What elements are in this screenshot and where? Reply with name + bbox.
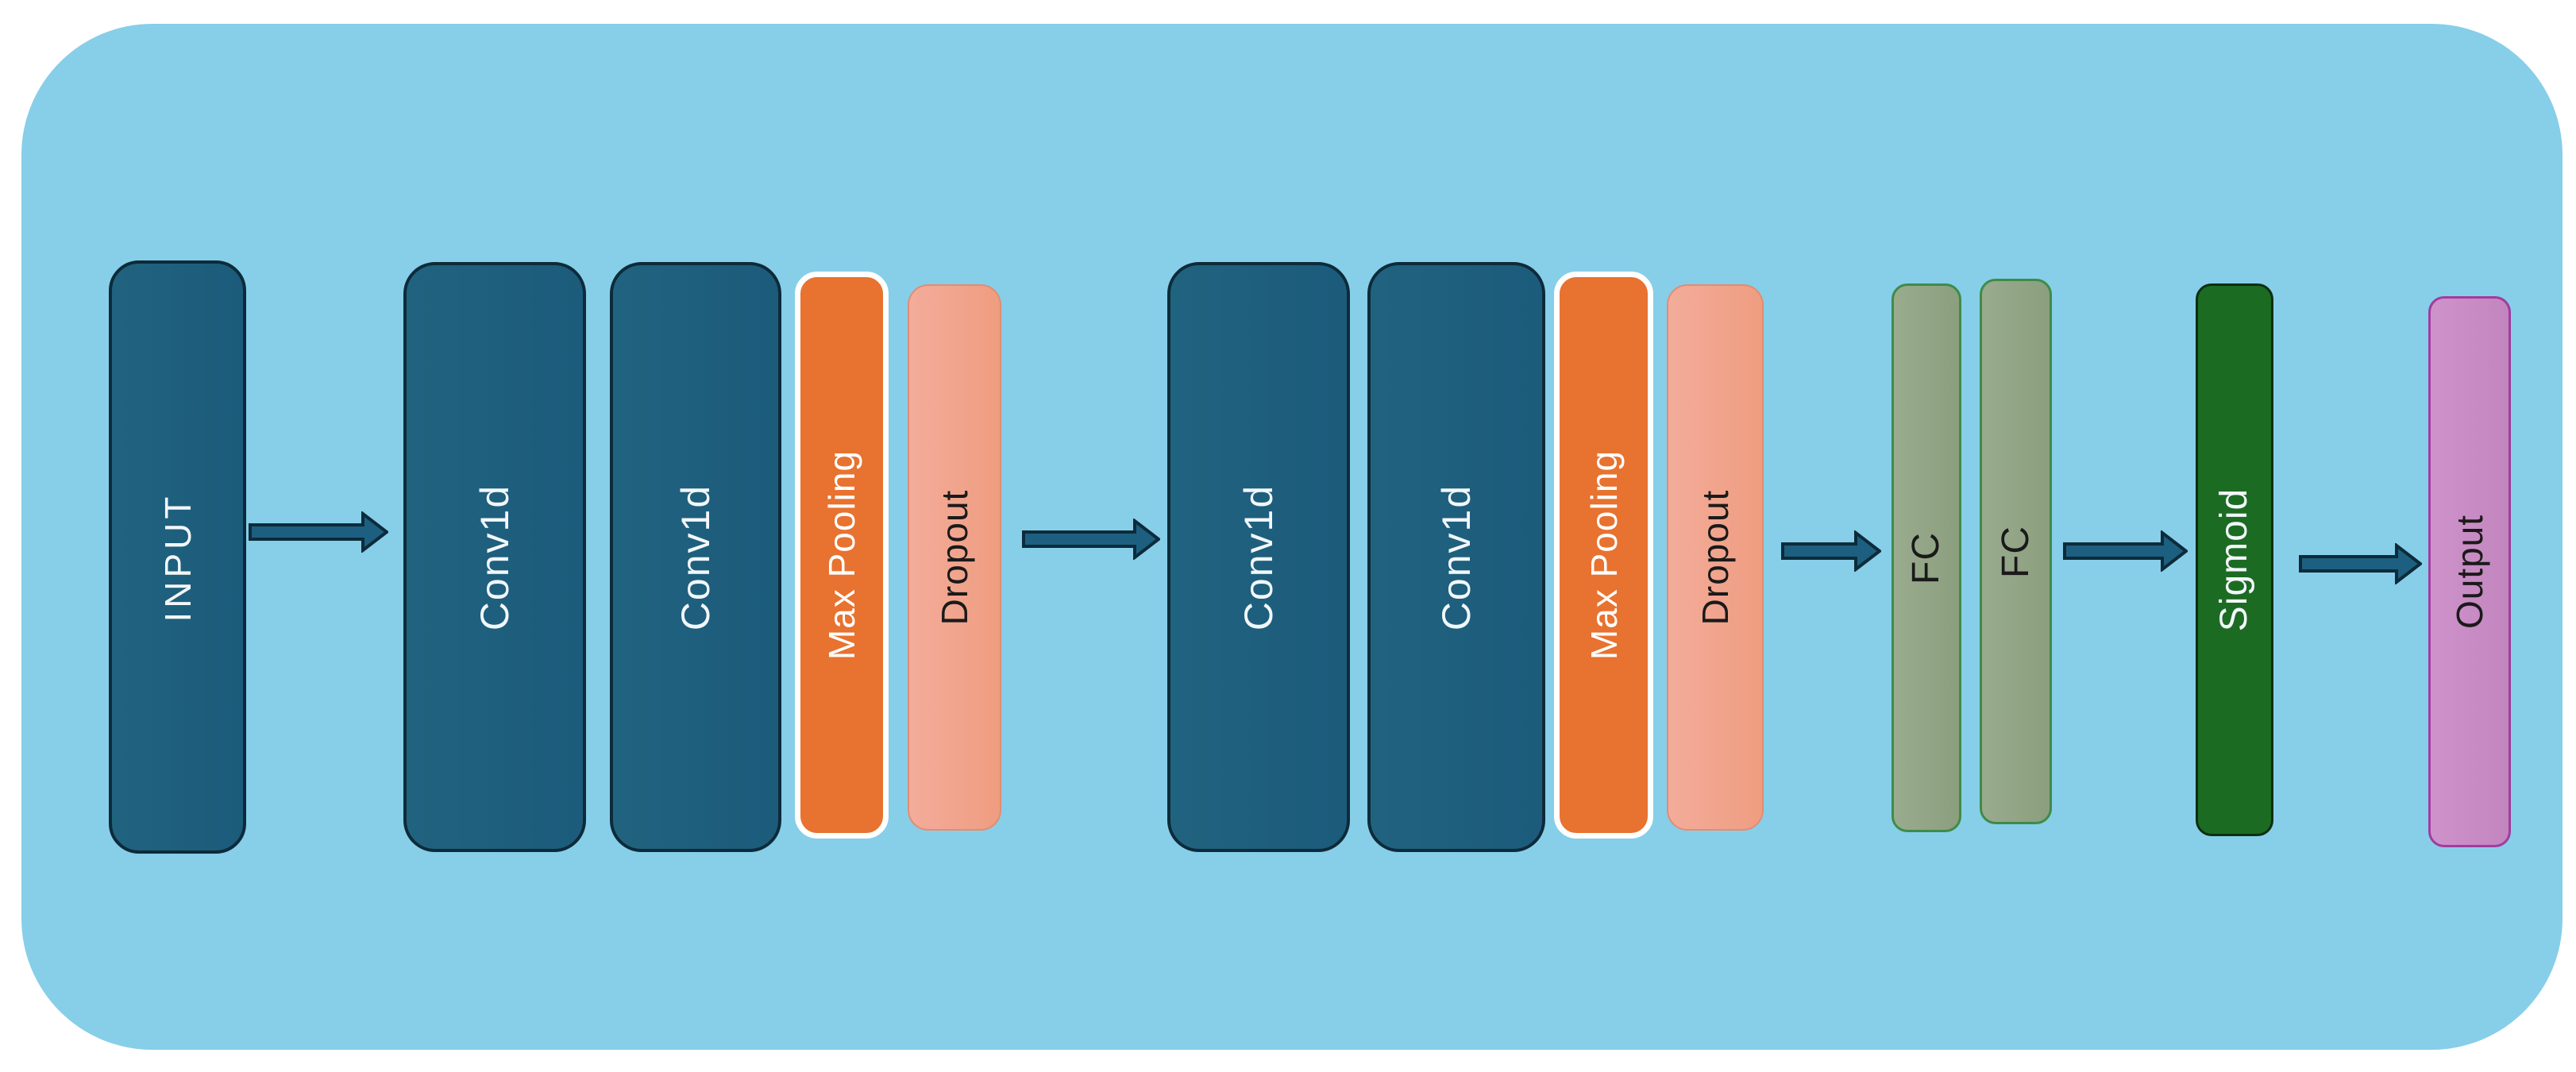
layer-max-pooling-2-label: Max Pooling <box>1583 449 1625 661</box>
layer-conv1d-1: Conv1d <box>403 262 586 852</box>
flow-arrow-icon-1 <box>249 511 388 553</box>
layer-fc-2-label: FC <box>1994 525 2037 578</box>
layer-sigmoid-label: Sigmoid <box>2213 488 2255 632</box>
layer-fc-2: FC <box>1980 279 2052 824</box>
layer-dropout-2-label: Dropout <box>1695 489 1736 626</box>
layer-sigmoid: Sigmoid <box>2196 283 2273 836</box>
layer-dropout-1: Dropout <box>908 284 1001 831</box>
layer-dropout-1-label: Dropout <box>934 489 975 626</box>
layer-input: INPUT <box>109 260 246 854</box>
layer-output: Output <box>2428 296 2511 847</box>
flow-arrow-icon-5 <box>2299 543 2422 584</box>
flow-arrow-icon-4 <box>2063 530 2188 572</box>
layer-conv1d-1-label: Conv1d <box>472 484 517 630</box>
flow-arrow-icon-3 <box>1781 530 1881 572</box>
layer-conv1d-4: Conv1d <box>1367 262 1545 852</box>
layer-conv1d-3-label: Conv1d <box>1236 484 1281 630</box>
layer-fc-1: FC <box>1892 283 1961 832</box>
flow-arrow-icon-2 <box>1022 519 1160 560</box>
layer-input-label: INPUT <box>156 492 199 622</box>
diagram-canvas: INPUT Conv1d Conv1d Max Pooling Dropout … <box>21 24 2563 1050</box>
layer-conv1d-4-label: Conv1d <box>1434 484 1479 630</box>
layer-dropout-2: Dropout <box>1667 284 1764 831</box>
layer-max-pooling-1: Max Pooling <box>795 272 889 839</box>
layer-max-pooling-1-label: Max Pooling <box>821 449 862 661</box>
layer-conv1d-3: Conv1d <box>1167 262 1350 852</box>
layer-conv1d-2: Conv1d <box>610 262 781 852</box>
layer-output-label: Output <box>2449 514 2490 630</box>
layer-conv1d-2-label: Conv1d <box>673 484 718 630</box>
layer-max-pooling-2: Max Pooling <box>1554 272 1653 839</box>
layer-fc-1-label: FC <box>1905 531 1947 584</box>
